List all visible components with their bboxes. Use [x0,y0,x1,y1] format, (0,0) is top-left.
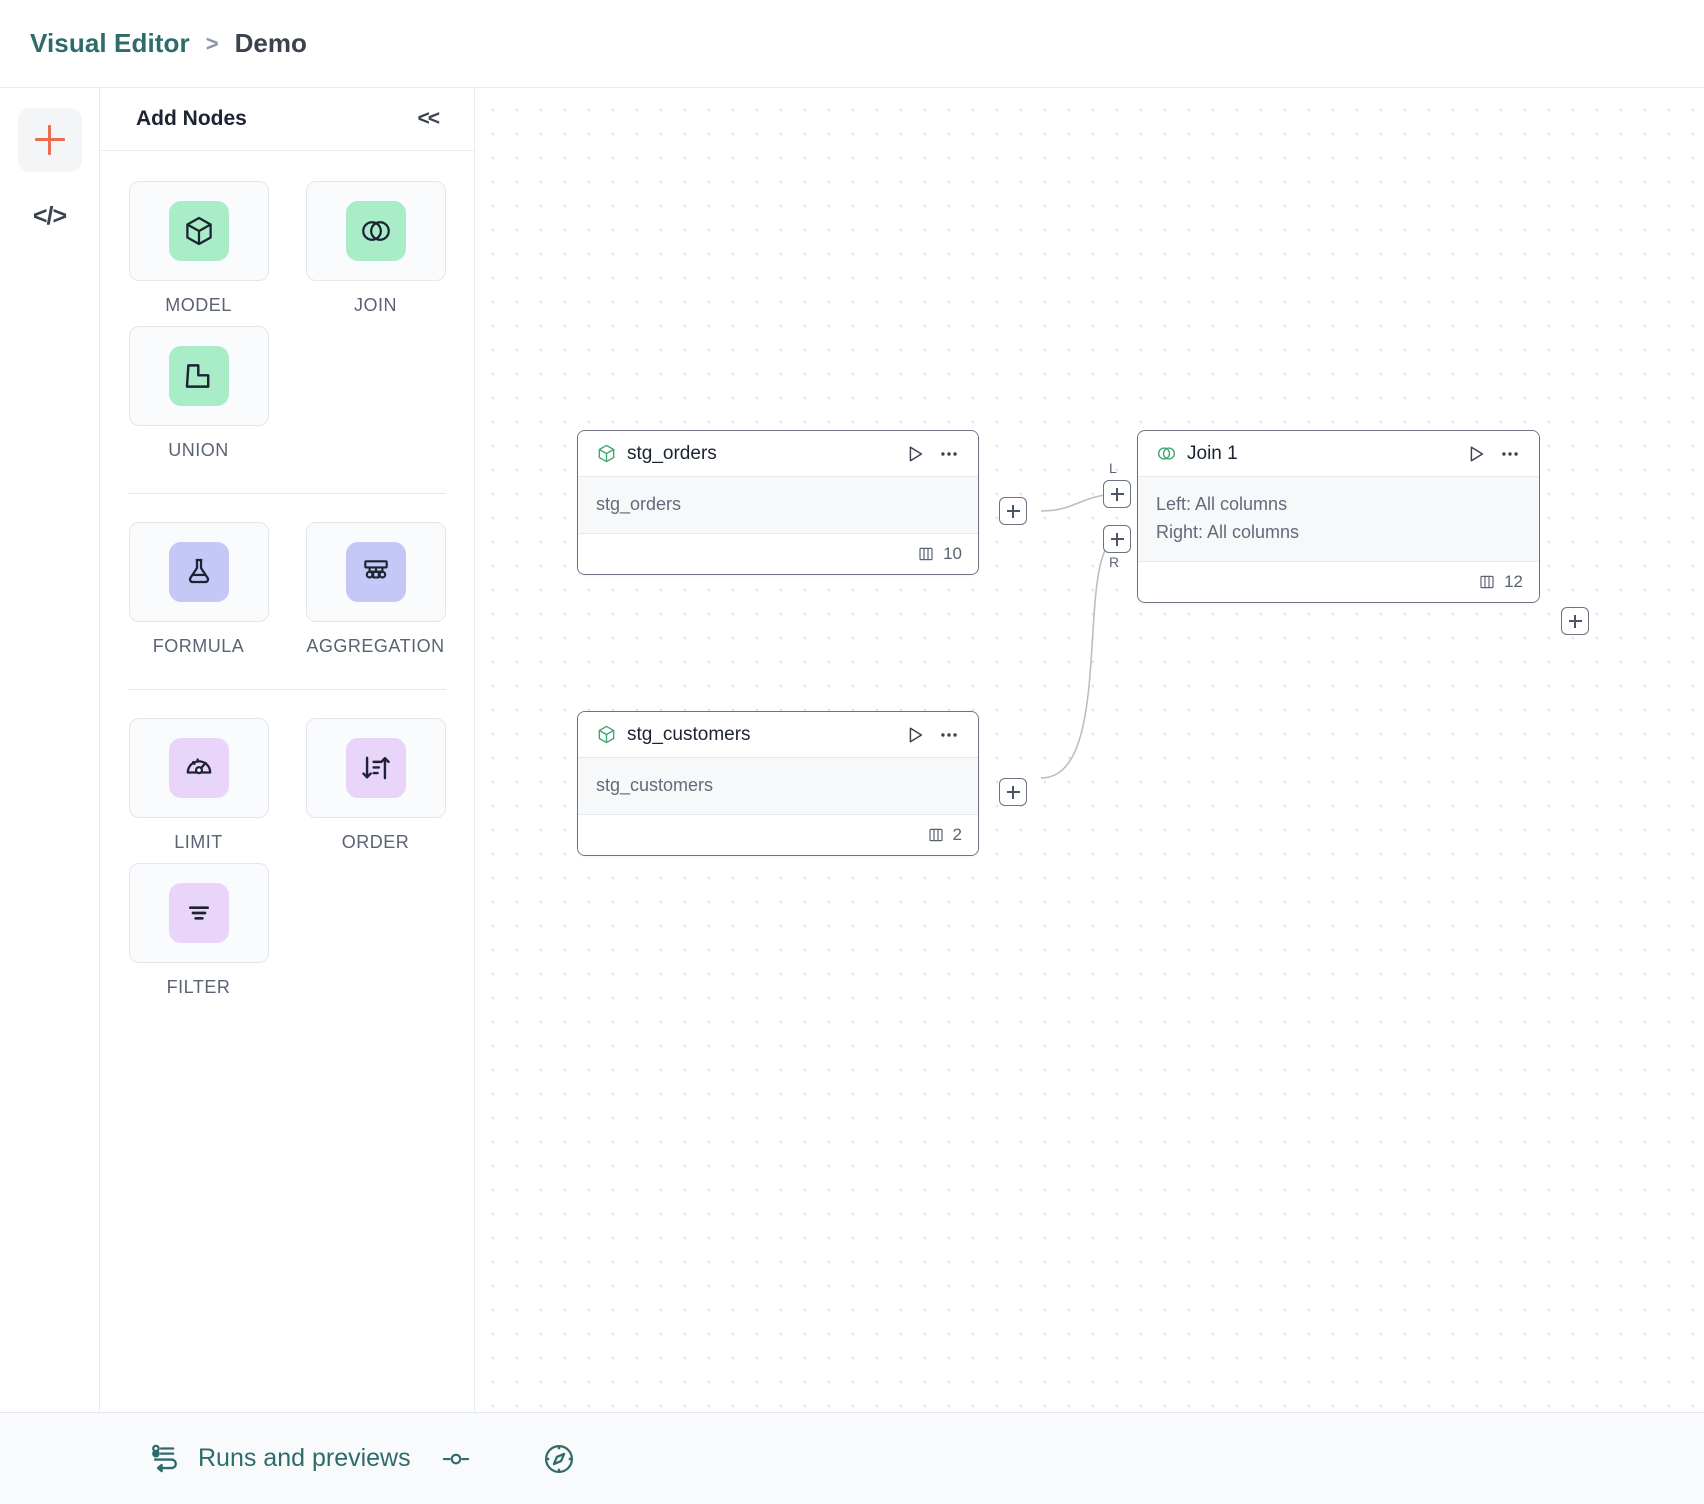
add-nodes-header: Add Nodes << [100,88,474,151]
play-icon[interactable] [904,443,926,465]
cube-icon [168,201,229,261]
output-handle-stg-customers[interactable] [999,778,1027,806]
node-body: Left: All columns Right: All columns [1138,477,1539,562]
cube-icon [596,724,617,745]
plus-icon [1006,504,1020,518]
output-handle-stg-orders[interactable] [999,497,1027,525]
node-title: stg_customers [627,723,751,745]
runs-and-previews-button[interactable]: Runs and previews [148,1442,411,1476]
ellipsis-icon[interactable] [936,443,962,465]
venn-icon [1156,443,1177,464]
join-right-handle-label: R [1109,554,1120,570]
input-handle-join-left[interactable] [1103,480,1131,508]
node-group-transforms: FORMULA [100,522,474,667]
add-nodes-list: MODEL JOIN [100,151,474,1412]
node-group-refiners: LIMIT [100,718,474,1008]
zoom-slider-icon[interactable] [439,1442,473,1476]
filter-lines-icon [168,883,229,943]
node-title: stg_orders [627,442,717,464]
cube-icon [596,443,617,464]
group-divider [128,493,446,494]
node-subtitle: stg_orders [596,494,682,514]
node-tile-label: FORMULA [152,636,245,656]
breadcrumb-root-link[interactable]: Visual Editor [30,28,190,58]
flow-canvas[interactable]: stg_orders stg_orders [475,88,1704,1412]
breadcrumb: Visual Editor > Demo [0,0,1704,88]
runs-and-previews-label: Runs and previews [198,1444,411,1472]
collapse-panel-button[interactable]: << [417,107,440,130]
left-icon-rail: </> [0,88,100,1412]
node-tile-aggregation[interactable]: AGGREGATION [305,522,446,657]
node-header: stg_customers [578,712,978,758]
node-tile-label: ORDER [341,832,410,852]
plus-icon [1568,614,1582,628]
join-left-handle-label: L [1109,460,1117,476]
play-icon[interactable] [904,724,926,746]
node-footer: 2 [578,814,978,855]
node-tile-label: AGGREGATION [306,636,445,656]
node-tile-order[interactable]: ORDER [305,718,446,853]
node-footer: 10 [578,533,978,574]
group-divider [128,689,446,690]
editor-body: </> Add Nodes << [0,88,1704,1412]
add-nodes-title: Add Nodes [136,107,247,130]
play-icon[interactable] [1465,443,1487,465]
code-icon: </> [32,201,67,230]
columns-icon [1478,573,1496,591]
breadcrumb-separator: > [205,30,219,56]
output-handle-join-1[interactable] [1561,607,1589,635]
node-tile-union[interactable]: UNION [128,326,269,461]
runs-flow-icon [148,1442,182,1476]
node-subtitle-right: Right: All columns [1156,521,1300,542]
node-tile-formula[interactable]: FORMULA [128,522,269,657]
column-count: 12 [1504,571,1523,591]
node-subtitle: stg_customers [596,775,714,795]
canvas-node-stg-customers[interactable]: stg_customers stg_customers [577,711,979,856]
column-count: 10 [943,543,962,563]
plus-icon [1006,785,1020,799]
union-shapes-icon [168,346,229,406]
plus-icon [1110,487,1124,501]
add-node-rail-button[interactable] [17,108,82,172]
page-title: Demo [234,28,307,58]
canvas-node-join-1[interactable]: Join 1 Left: All columns Right: All [1137,430,1540,603]
node-body: stg_orders [578,477,978,534]
code-view-rail-button[interactable]: </> [18,184,82,248]
column-count: 2 [952,824,962,844]
node-title: Join 1 [1187,442,1238,464]
add-nodes-panel: Add Nodes << [100,88,475,1412]
node-tile-filter[interactable]: FILTER [128,863,269,998]
columns-icon [927,826,945,844]
compass-icon[interactable] [541,1441,577,1477]
node-tile-label: FILTER [166,977,231,997]
columns-icon [917,545,935,563]
node-tile-label: UNION [168,440,229,460]
node-tile-join[interactable]: JOIN [305,181,446,316]
node-footer: 12 [1138,561,1539,602]
sort-arrows-icon [345,738,406,798]
node-group-sources: MODEL JOIN [100,181,474,471]
hierarchy-icon [345,542,406,602]
ellipsis-icon[interactable] [936,724,962,746]
input-handle-join-right[interactable] [1103,525,1131,553]
canvas-node-stg-orders[interactable]: stg_orders stg_orders [577,430,979,575]
node-tile-limit[interactable]: LIMIT [128,718,269,853]
node-header: stg_orders [578,431,978,477]
plus-icon [1110,532,1124,546]
bottom-toolbar: Runs and previews [0,1412,1704,1504]
node-header: Join 1 [1138,431,1539,477]
ellipsis-icon[interactable] [1497,443,1523,465]
node-tile-label: JOIN [353,295,397,315]
plus-icon [34,125,65,155]
edge-customers-to-join-right [1040,537,1116,779]
gauge-icon [168,738,229,798]
flask-icon [168,542,229,602]
node-subtitle-left: Left: All columns [1156,494,1288,514]
node-tile-label: MODEL [165,295,232,315]
node-tile-label: LIMIT [174,832,223,852]
node-body: stg_customers [578,758,978,815]
venn-icon [345,201,406,261]
node-tile-model[interactable]: MODEL [128,181,269,316]
